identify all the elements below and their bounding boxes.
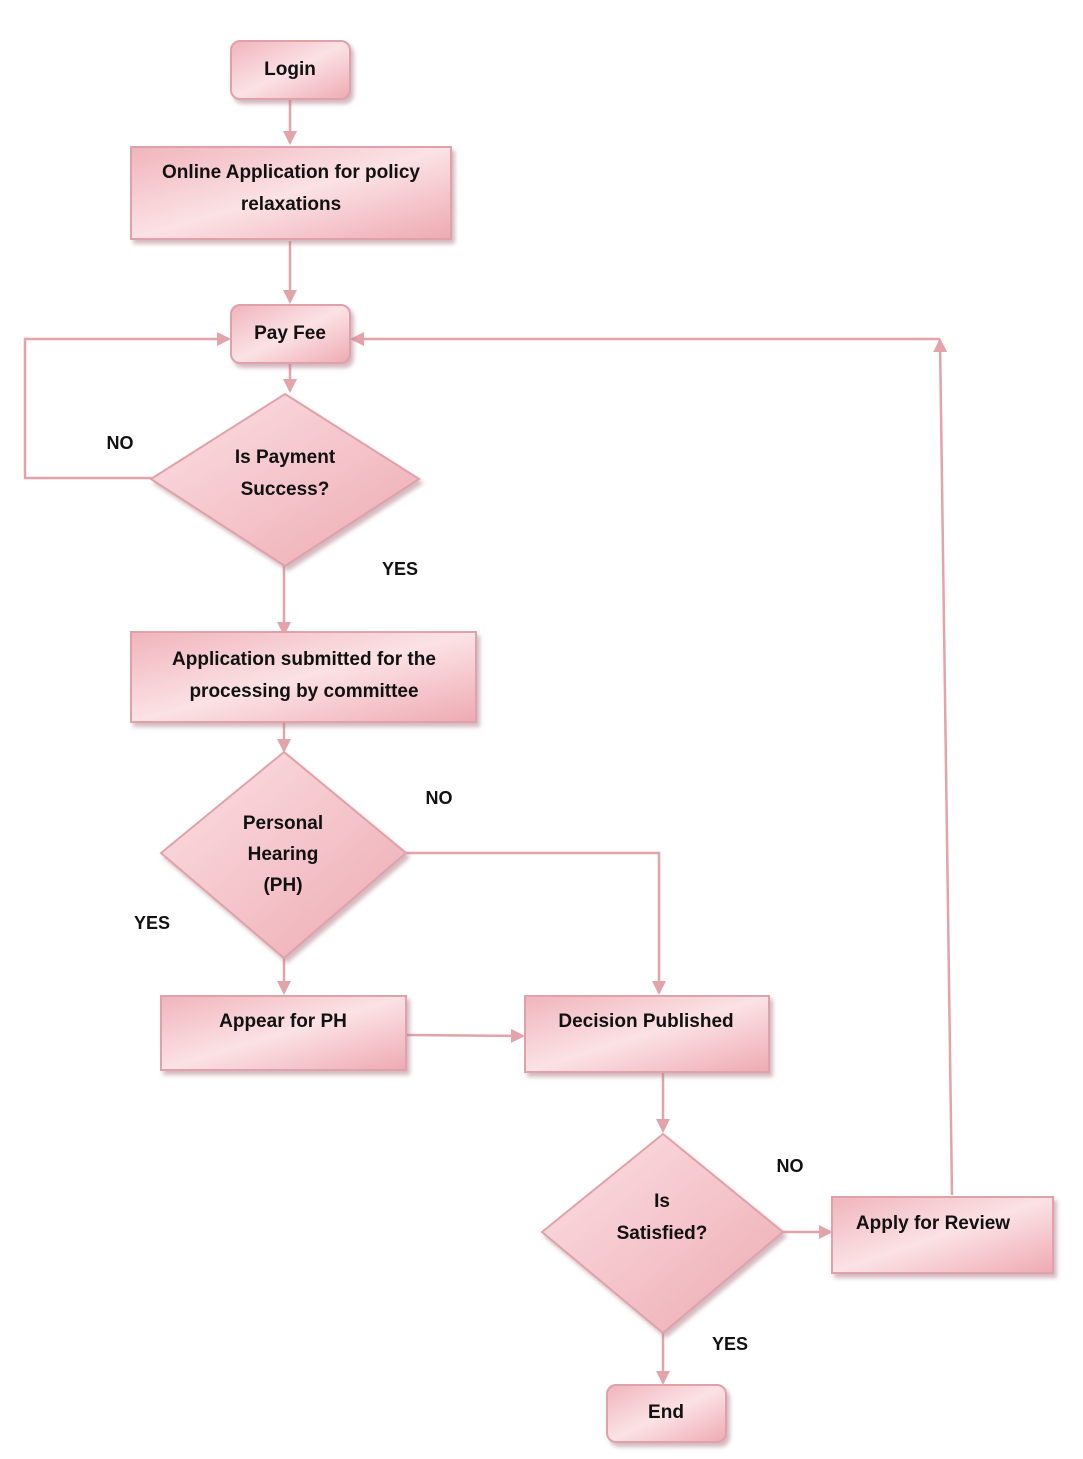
personal-hearing-label-line1: Personal [243, 813, 323, 834]
application-submitted-label-line1: Application submitted for the [172, 649, 436, 670]
node-satisfied-check [540, 1132, 785, 1335]
node-pay-fee [230, 304, 351, 364]
node-decision-published [524, 995, 770, 1073]
connectors [23, 100, 954, 1385]
hearing-no-label: NO [426, 788, 453, 808]
arrow-hearing-no-to-decision [406, 851, 666, 995]
payment-no-label: NO [107, 433, 134, 453]
login-label: Login [264, 59, 316, 80]
personal-hearing-label-line3: (PH) [263, 875, 302, 896]
payment-yes-label: YES [382, 559, 418, 579]
satisfied-no-label: NO [777, 1156, 804, 1176]
arrow-payment-no-loop [23, 332, 231, 480]
node-end [606, 1384, 727, 1443]
node-application-submitted [130, 631, 477, 723]
node-appear-for-ph [160, 995, 407, 1071]
node-apply-for-review [831, 1196, 1054, 1274]
payment-check-label-line2: Success? [241, 479, 330, 500]
node-login [230, 40, 351, 100]
node-payment-check [149, 392, 421, 568]
arrow-appear-to-decision [406, 1028, 525, 1043]
node-online-application [130, 146, 452, 240]
payment-check-label-line1: Is Payment [235, 447, 336, 468]
arrow-review-up [933, 338, 954, 1196]
application-submitted-label-line2: processing by committee [189, 681, 418, 702]
apply-for-review-label: Apply for Review [856, 1213, 1010, 1234]
node-personal-hearing [159, 750, 408, 960]
pay-fee-label: Pay Fee [254, 323, 326, 344]
online-application-label-line2: relaxations [241, 194, 341, 215]
hearing-yes-label: YES [134, 913, 170, 933]
decision-published-label: Decision Published [558, 1011, 733, 1032]
satisfied-yes-label: YES [712, 1334, 748, 1354]
satisfied-check-label-line1: Is [654, 1191, 670, 1212]
personal-hearing-label-line2: Hearing [248, 844, 319, 865]
end-label: End [648, 1402, 684, 1423]
online-application-label-line1: Online Application for policy [162, 162, 420, 183]
appear-for-ph-label: Appear for PH [219, 1011, 347, 1032]
satisfied-check-label-line2: Satisfied? [617, 1223, 708, 1244]
